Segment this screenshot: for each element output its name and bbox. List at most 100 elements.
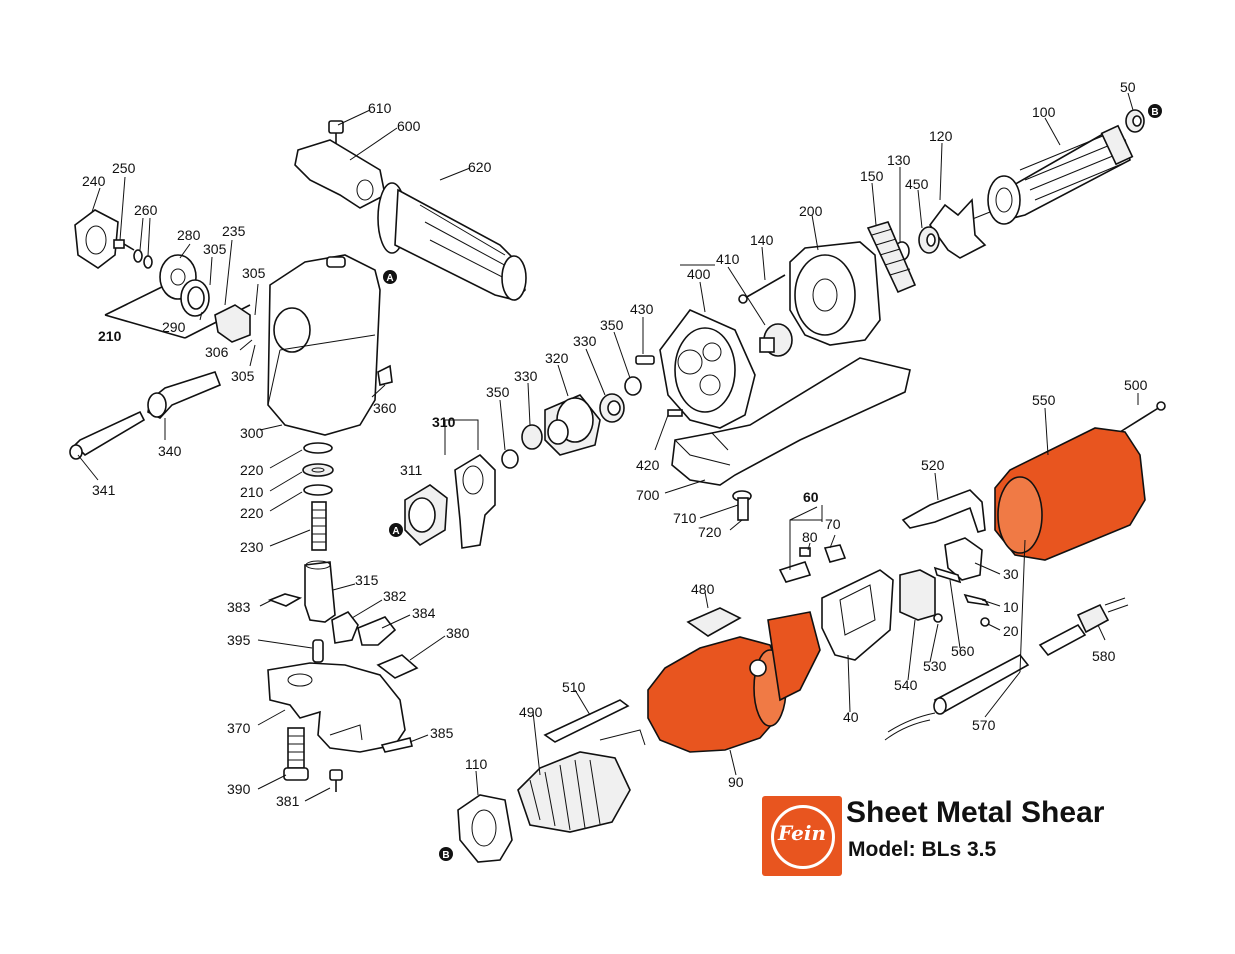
label-700: 700	[636, 487, 660, 503]
label-360: 360	[373, 400, 397, 416]
part-235-eccentric	[214, 304, 251, 343]
label-510: 510	[562, 679, 586, 695]
label-40: 40	[843, 709, 859, 725]
label-610: 610	[368, 100, 392, 116]
part-480-brush-cover	[686, 607, 742, 637]
label-290: 290	[162, 319, 186, 335]
label-380: 380	[446, 625, 470, 641]
label-450: 450	[905, 176, 929, 192]
label-540: 540	[894, 677, 918, 693]
model-number: Model: BLs 3.5	[848, 838, 997, 861]
label-210a: 210	[98, 328, 122, 344]
label-90: 90	[728, 774, 744, 790]
part-40-electronics	[821, 569, 894, 661]
part-311-bearing	[404, 484, 448, 547]
label-570: 570	[972, 717, 996, 733]
part-450-bearing	[918, 226, 940, 254]
label-350a: 350	[600, 317, 624, 333]
label-370: 370	[227, 720, 251, 736]
label-320: 320	[545, 350, 569, 366]
part-340-bolt	[147, 371, 222, 419]
label-384: 384	[412, 605, 436, 621]
label-235: 235	[222, 223, 246, 239]
label-383: 383	[227, 599, 251, 615]
wire-leads	[884, 712, 936, 741]
part-360-plug	[377, 364, 393, 386]
part-240-cap	[74, 209, 119, 269]
part-90-housing	[647, 611, 821, 753]
label-280: 280	[177, 227, 201, 243]
part-50-bearing	[1125, 109, 1145, 133]
part-150-mesh	[866, 221, 917, 294]
part-550-cover	[994, 427, 1146, 561]
label-720: 720	[698, 524, 722, 540]
logo-ring	[771, 805, 835, 869]
label-315: 315	[355, 572, 379, 588]
label-410: 410	[716, 251, 740, 267]
label-350b: 350	[486, 384, 510, 400]
label-220b: 220	[240, 505, 264, 521]
part-490-field	[517, 729, 646, 833]
label-300: 300	[240, 425, 264, 441]
fein-logo: Fein	[762, 796, 842, 876]
part-700-blade-holder	[671, 357, 911, 486]
label-430: 430	[630, 301, 654, 317]
label-620: 620	[468, 159, 492, 175]
label-310: 310	[432, 414, 456, 430]
part-620-grip	[377, 182, 527, 301]
label-306: 306	[205, 344, 229, 360]
label-600: 600	[397, 118, 421, 134]
label-480: 480	[691, 581, 715, 597]
brand-block: Fein Sheet Metal Shear Model: BLs 3.5	[762, 796, 1162, 880]
label-420: 420	[636, 457, 660, 473]
part-300-head	[267, 254, 381, 436]
part-560-plate	[933, 566, 962, 584]
label-200: 200	[799, 203, 823, 219]
part-420-pin	[667, 409, 683, 417]
part-380-blade	[376, 654, 419, 679]
part-570-sleeve	[933, 653, 1030, 715]
part-200-housing	[789, 241, 881, 346]
label-530: 530	[923, 658, 947, 674]
label-50: 50	[1120, 79, 1136, 95]
part-383-screw	[267, 593, 303, 607]
label-130: 130	[887, 152, 911, 168]
head-group	[69, 120, 527, 792]
part-710-720-screw	[732, 490, 752, 521]
label-305c: 305	[231, 368, 255, 384]
label-120: 120	[929, 128, 953, 144]
part-110-flange	[457, 794, 513, 863]
diagram-title: Sheet Metal Shear	[846, 796, 1105, 829]
label-395: 395	[227, 632, 251, 648]
part-390-screw	[283, 727, 309, 781]
part-350a-washer	[624, 376, 642, 396]
part-210b-washer	[302, 463, 334, 477]
svg-text:B: B	[442, 850, 449, 861]
label-710: 710	[673, 510, 697, 526]
part-320-gear	[544, 394, 601, 456]
label-110: 110	[465, 756, 488, 772]
part-140-screw	[738, 274, 786, 304]
label-341: 341	[92, 482, 116, 498]
part-530-screw	[933, 613, 943, 623]
part-350b-washer	[501, 449, 519, 469]
part-430-screw	[635, 355, 655, 365]
label-230: 230	[240, 539, 264, 555]
label-550: 550	[1032, 392, 1056, 408]
ref-marker-b2: B	[439, 847, 453, 861]
label-580: 580	[1092, 648, 1116, 664]
svg-text:A: A	[392, 526, 399, 537]
part-60-70-80-brushes	[778, 544, 847, 583]
leader-lines	[77, 92, 1139, 802]
label-100: 100	[1032, 104, 1056, 120]
label-340: 340	[158, 443, 182, 459]
label-10: 10	[1003, 599, 1019, 615]
part-384-blade	[357, 616, 397, 646]
logo-wordmark: Fein	[778, 821, 826, 845]
part-30-holder	[944, 537, 983, 581]
label-150: 150	[860, 168, 884, 184]
label-140: 140	[750, 232, 774, 248]
label-500: 500	[1124, 377, 1148, 393]
part-315-ram	[304, 560, 336, 623]
part-260-washers	[133, 249, 153, 269]
